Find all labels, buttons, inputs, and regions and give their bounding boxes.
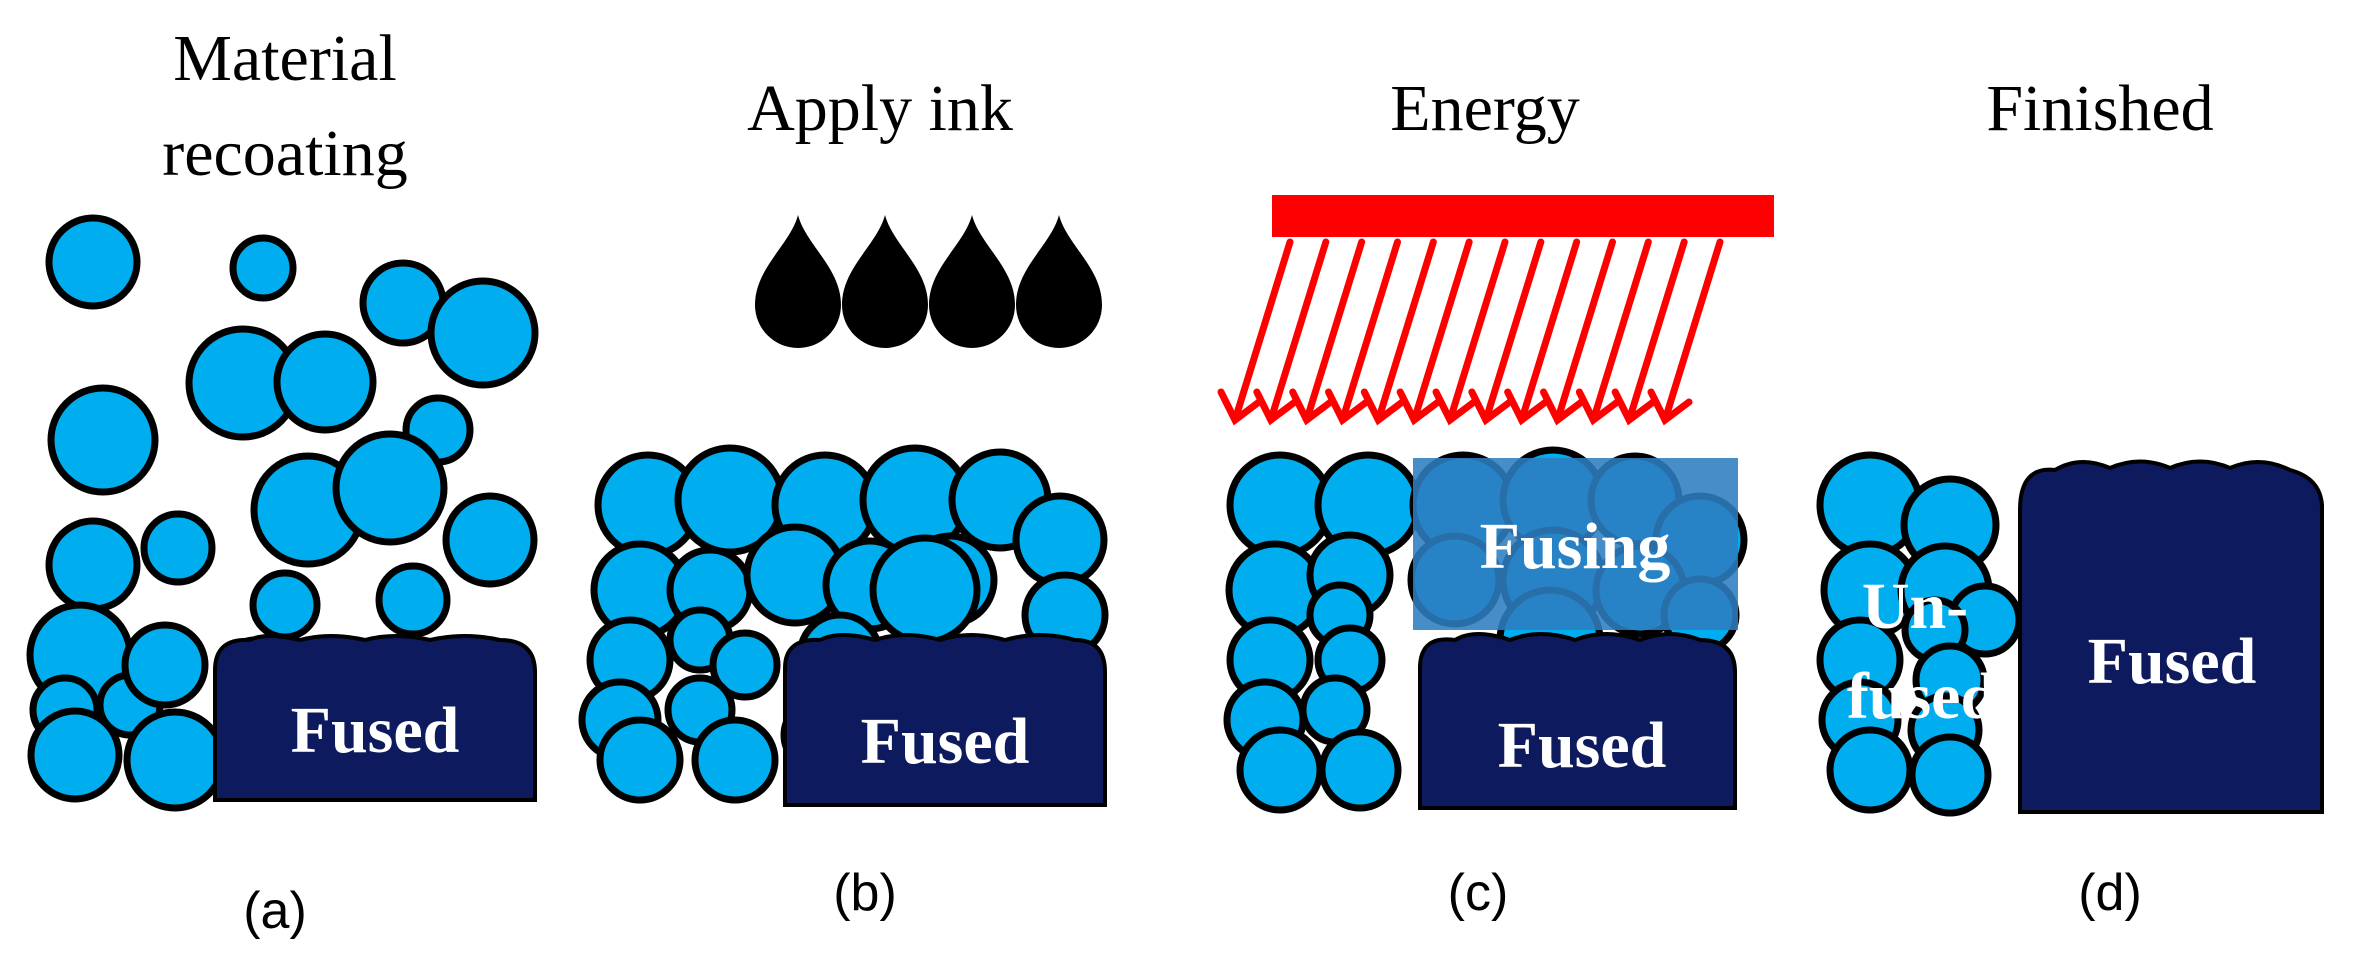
unfused-label-line-1: Un- — [1862, 570, 1968, 643]
fused-region — [213, 634, 537, 802]
unfused-particles — [1816, 451, 2023, 817]
energy-ray-arrow — [1625, 238, 1688, 424]
panel-a-title-line-1: Material — [173, 22, 397, 95]
energy-ray-arrowhead — [1217, 388, 1263, 426]
energy-ray-arrow — [1446, 238, 1509, 424]
fused-label: Fused — [861, 705, 1030, 778]
energy-ray-arrowhead — [1468, 388, 1514, 426]
panel-a-title-line-2: recoating — [162, 117, 408, 190]
panel-c-title: Energy — [1390, 72, 1579, 145]
panel-a-caption: (a) — [243, 882, 307, 940]
energy-ray-arrowhead — [1325, 388, 1370, 426]
energy-ray-arrow — [1410, 238, 1473, 424]
panel-d-caption: (d) — [2078, 864, 2142, 922]
fusing-label: Fusing — [1480, 510, 1671, 583]
panel-d-finished: Finished Un- fused Fused (d) — [1816, 72, 2324, 922]
ink-drop-icon — [1016, 215, 1102, 348]
unfused-label-line-2: fused — [1847, 660, 1997, 733]
panel-b-title: Apply ink — [747, 72, 1013, 145]
energy-source-bar — [1272, 195, 1774, 237]
ink-droplets — [755, 215, 1102, 348]
panel-d-title: Finished — [1986, 72, 2213, 145]
energy-ray-arrow — [1589, 238, 1652, 424]
energy-ray-arrowhead — [1575, 388, 1621, 426]
energy-ray-arrow — [1518, 238, 1581, 424]
fused-region — [1418, 632, 1737, 810]
energy-ray-arrowhead — [1253, 388, 1299, 426]
energy-ray-arrow — [1554, 238, 1616, 424]
fusing-zone-overlay — [1413, 458, 1738, 630]
panel-a-material-recoating: Material recoating Fused (a) — [26, 22, 539, 940]
energy-rays — [1217, 238, 1724, 426]
panel-b-apply-ink: Apply ink Fused (b) — [578, 72, 1109, 922]
energy-ray-arrow — [1267, 238, 1330, 424]
energy-ray-arrow — [1661, 238, 1724, 424]
energy-ray-arrow — [1303, 238, 1366, 424]
energy-ray-arrowhead — [1432, 388, 1478, 426]
fused-part — [2018, 459, 2324, 814]
energy-ray-arrow — [1374, 238, 1437, 424]
energy-ray-arrowhead — [1289, 388, 1335, 426]
energy-ray-arrowhead — [1504, 388, 1550, 426]
energy-ray-arrow — [1482, 238, 1545, 424]
energy-ray-arrowhead — [1396, 388, 1442, 426]
energy-ray-arrowhead — [1611, 388, 1657, 426]
panel-c-energy: Energy Fusing Fused (c) — [1217, 72, 1774, 922]
energy-ray-arrowhead — [1647, 388, 1693, 426]
energy-ray-arrowhead — [1540, 388, 1585, 426]
energy-ray-arrow — [1339, 238, 1401, 424]
fused-label: Fused — [1498, 709, 1667, 782]
fused-label: Fused — [291, 694, 460, 767]
fused-label: Fused — [2088, 625, 2257, 698]
panel-c-caption: (c) — [1448, 864, 1509, 922]
energy-ray-arrowhead — [1360, 388, 1406, 426]
ink-drop-icon — [842, 215, 928, 348]
loose-powder-particles — [45, 214, 539, 641]
panel-b-caption: (b) — [833, 864, 897, 922]
ink-drop-icon — [755, 215, 841, 348]
energy-ray-arrow — [1231, 238, 1294, 424]
ink-drop-icon — [929, 215, 1015, 348]
fused-region — [783, 633, 1107, 807]
